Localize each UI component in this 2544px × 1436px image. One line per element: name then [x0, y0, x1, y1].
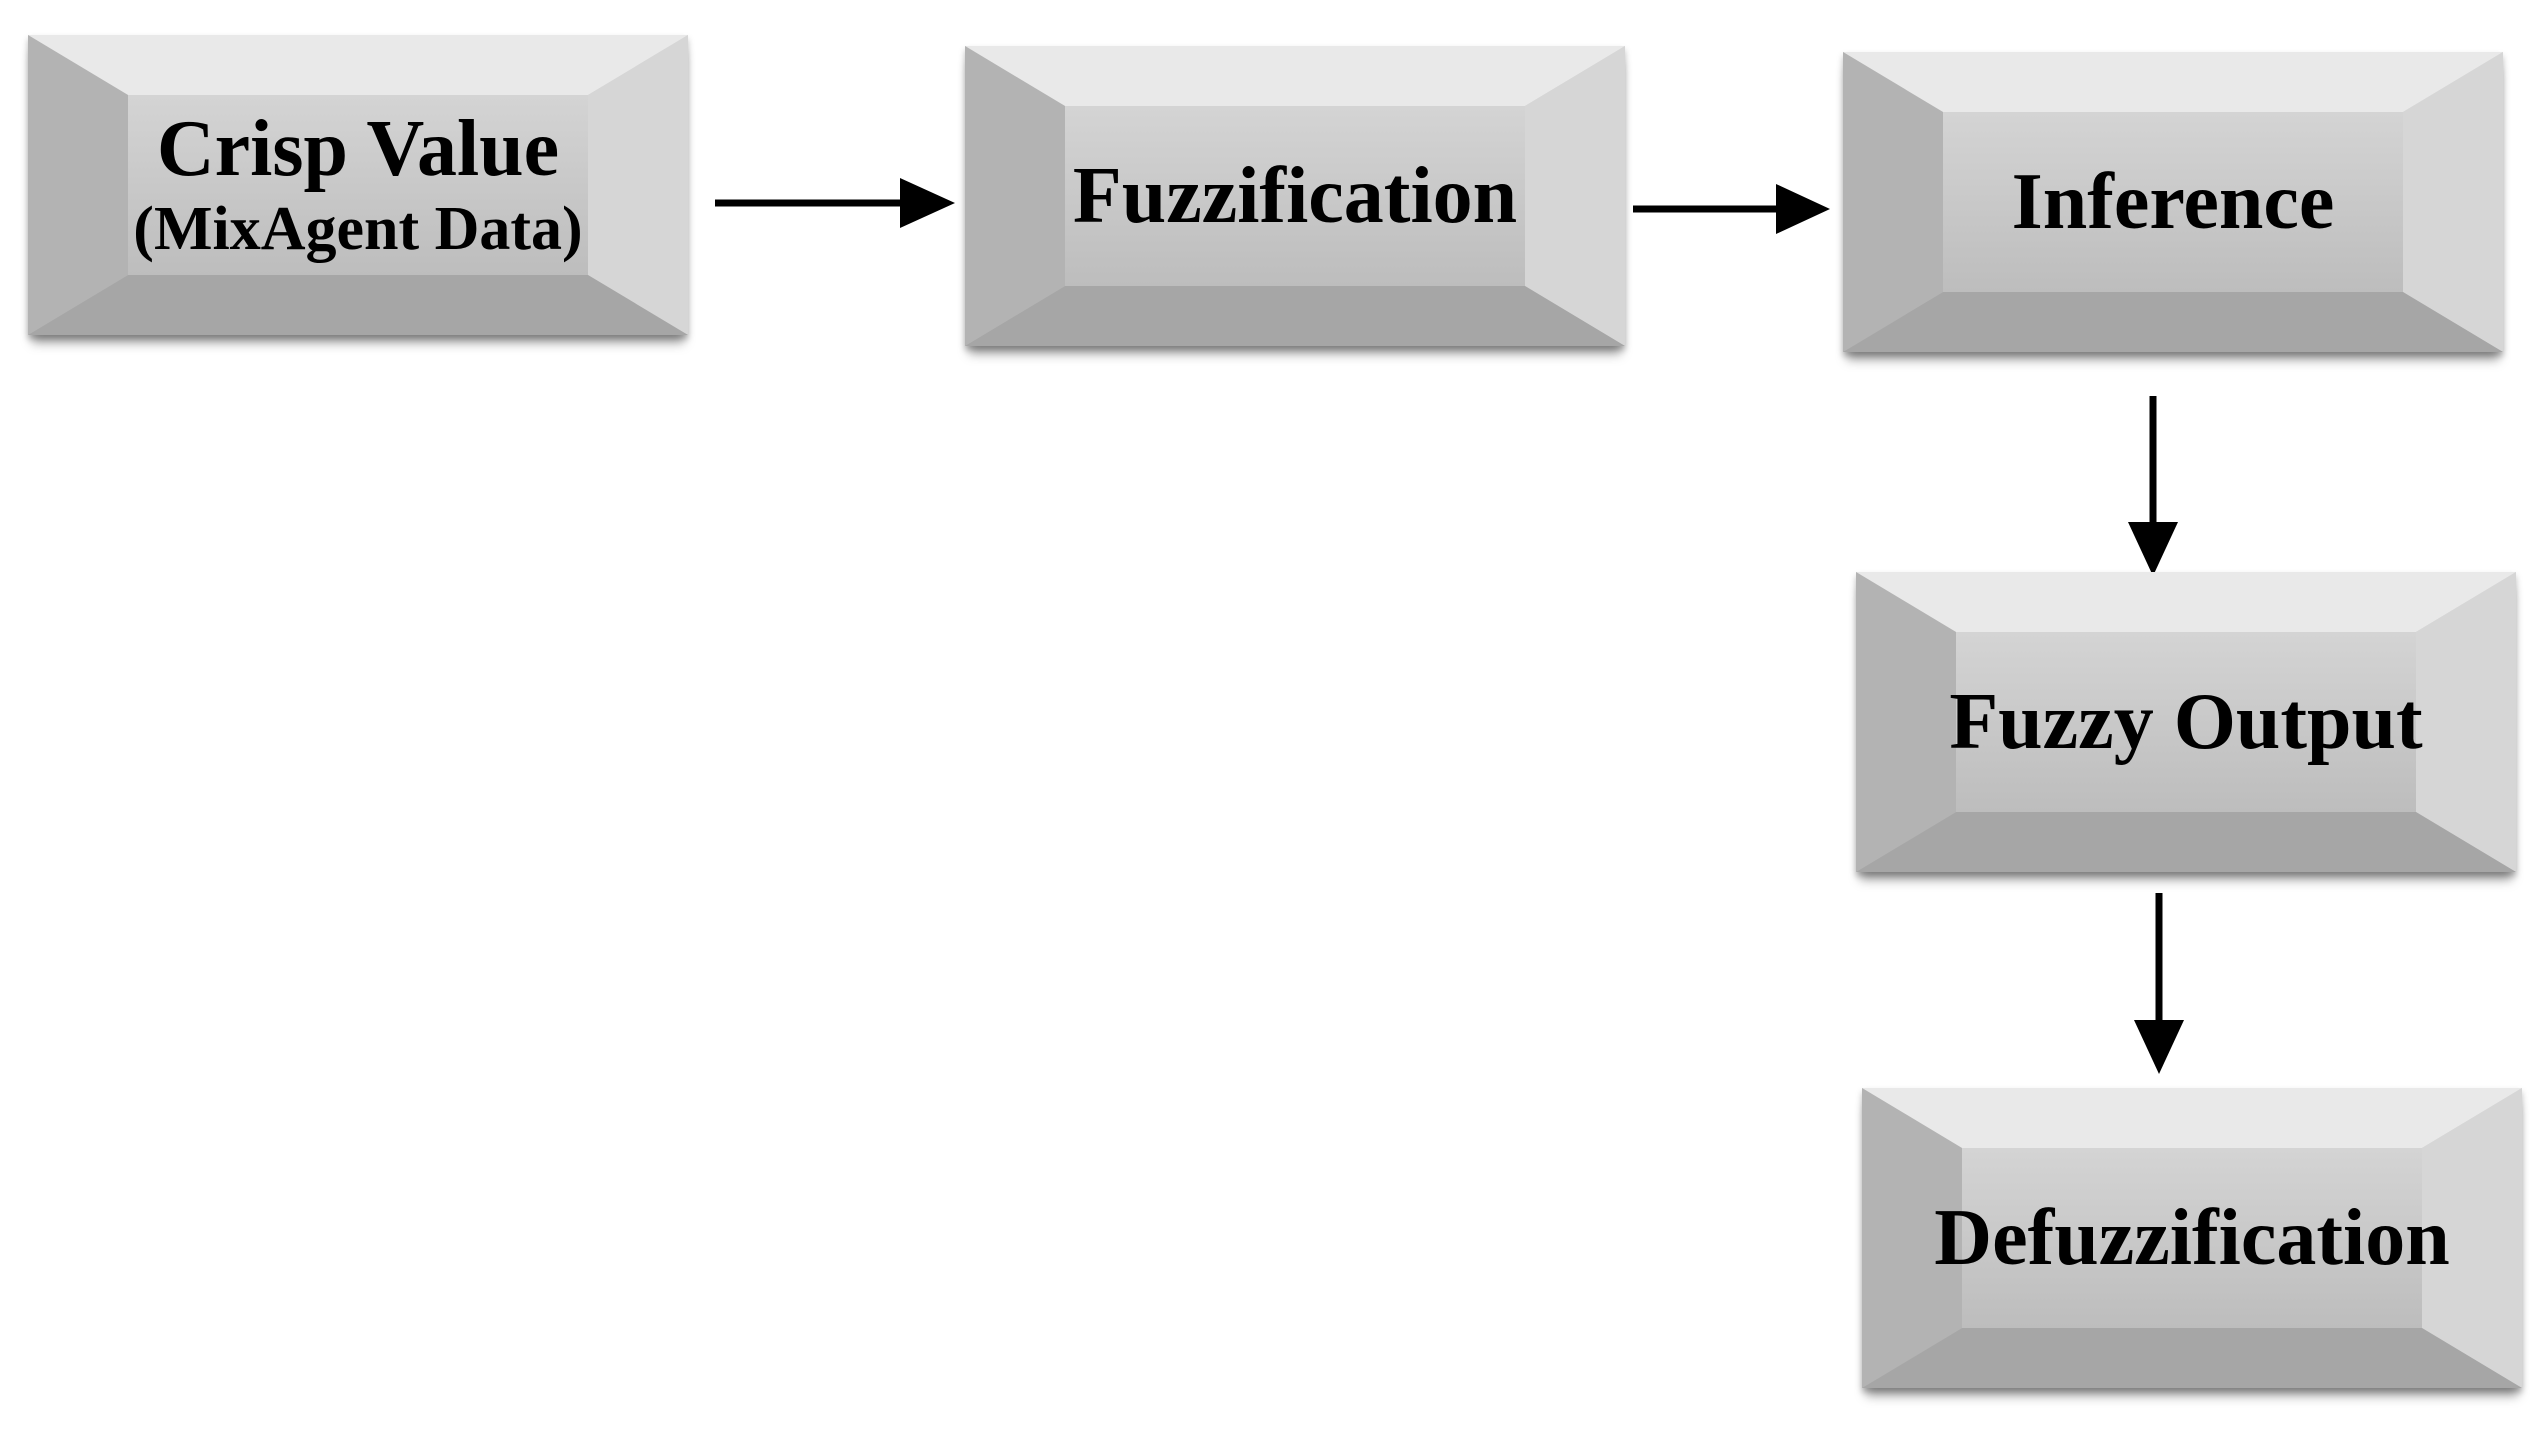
- node-title: Crisp Value: [156, 105, 560, 194]
- arrow-fuzzification-to-inference: [1633, 184, 1830, 234]
- node-fuzzification: Fuzzification: [965, 46, 1625, 346]
- bevel-shape: [28, 35, 688, 335]
- arrow-inference-to-fuzzy-output: [2128, 396, 2178, 576]
- node-title: Fuzzification: [1072, 152, 1518, 240]
- node-title: Inference: [2011, 158, 2335, 246]
- arrow-crisp-to-fuzzification: [715, 178, 955, 228]
- bevel-shape: [1856, 572, 2516, 872]
- node-crisp-value: Crisp Value (MixAgent Data): [28, 35, 688, 335]
- bevel-shape: [1843, 52, 2503, 352]
- bevel-shape: [965, 46, 1625, 346]
- bevel-shape: [1862, 1088, 2522, 1388]
- node-fuzzy-output: Fuzzy Output: [1856, 572, 2516, 872]
- node-defuzzification: Defuzzification: [1862, 1088, 2522, 1388]
- node-inference: Inference: [1843, 52, 2503, 352]
- arrow-fuzzy-output-to-defuzzification: [2134, 893, 2184, 1074]
- node-title: Defuzzification: [1934, 1194, 2450, 1282]
- node-title: Fuzzy Output: [1949, 678, 2423, 766]
- node-subtitle: (MixAgent Data): [133, 195, 583, 264]
